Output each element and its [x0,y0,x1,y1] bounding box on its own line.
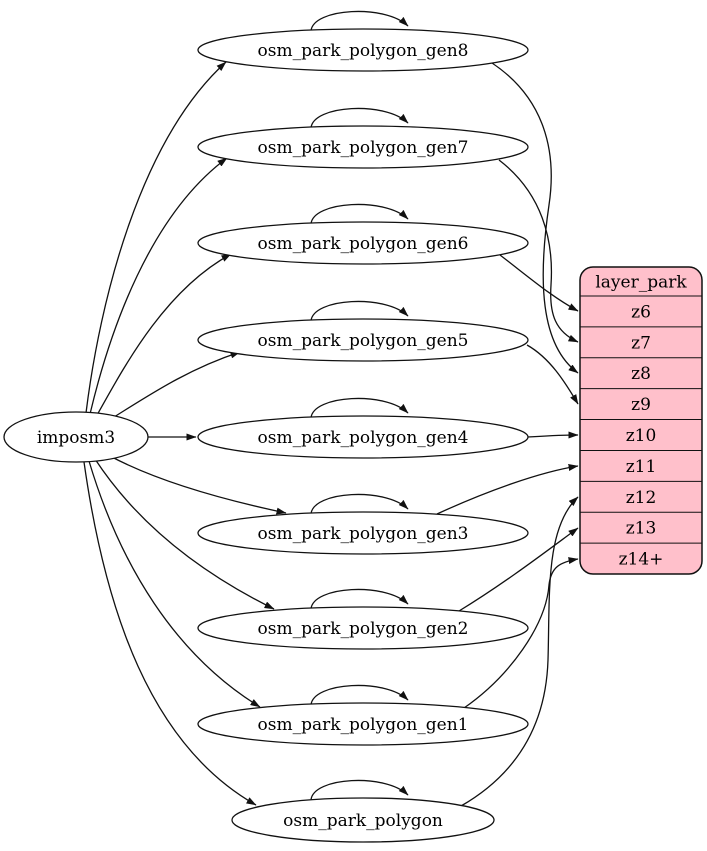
self-loop-osm_park_polygon_gen6-to-osm_park_polygon_gen6 [310,203,409,225]
table-node-osm_park_polygon_gen2: osm_park_polygon_gen2 [197,606,529,650]
edge-osm_park_polygon_gen5-to-layer_park.z9 [526,344,579,405]
self-loop-osm_park_polygon_gen4-to-osm_park_polygon_gen4 [310,397,409,419]
self-loop-osm_park_polygon_gen3-to-osm_park_polygon_gen3 [310,493,409,515]
node-label: osm_park_polygon_gen4 [258,428,469,448]
edge-osm_park_polygon_gen4-to-layer_park.z10 [527,431,579,439]
node-label: osm_park_polygon_gen5 [258,331,469,351]
node-label: imposm3 [37,428,115,448]
record-row-z9: z9 [631,395,651,415]
node-label: osm_park_polygon_gen7 [258,138,469,158]
table-node-osm_park_polygon_gen3-shape [197,511,529,555]
edge-imposm3-to-osm_park_polygon_gen7 [89,157,228,415]
table-node-osm_park_polygon_gen8-shape [197,28,529,72]
table-node-osm_park_polygon_gen6-shape [197,221,529,265]
table-node-osm_park_polygon_gen2-shape [197,606,529,650]
edge-imposm3-to-osm_park_polygon [83,461,257,806]
edge-osm_park_polygon_gen1-to-layer_park.z14+ [463,557,579,709]
self-loop-osm_park_polygon_gen5-to-osm_park_polygon_gen5 [310,300,409,322]
edge-imposm3-to-osm_park_polygon_gen3 [109,455,287,515]
edge-osm_park_polygon_gen8-to-layer_park.z8 [491,62,579,374]
node-label: osm_park_polygon_gen2 [258,619,469,639]
edge-imposm3-to-osm_park_polygon_gen1 [88,460,261,708]
source-node-imposm3: imposm3 [3,411,149,463]
node-label: osm_park_polygon_gen3 [258,524,469,544]
node-label: osm_park_polygon_gen8 [258,41,469,61]
table-node-osm_park_polygon_gen5: osm_park_polygon_gen5 [197,318,529,362]
table-node-osm_park_polygon-shape [231,797,495,843]
record-row-z14+: z14+ [619,550,664,570]
table-node-osm_park_polygon_gen5-shape [197,318,529,362]
table-node-osm_park_polygon_gen7-shape [197,125,529,169]
edge-imposm3-to-osm_park_polygon_gen8 [85,61,227,414]
edge-osm_park_polygon_gen7-to-layer_park.z7 [498,159,579,343]
table-node-osm_park_polygon_gen3: osm_park_polygon_gen3 [197,511,529,555]
record-row-z13: z13 [626,519,657,539]
node-label: osm_park_polygon_gen1 [258,715,469,735]
edge-imposm3-to-osm_park_polygon_gen2 [94,458,275,610]
table-node-osm_park_polygon_gen4: osm_park_polygon_gen4 [197,415,529,459]
table-node-osm_park_polygon_gen7: osm_park_polygon_gen7 [197,125,529,169]
self-loop-osm_park_polygon_gen7-to-osm_park_polygon_gen7 [310,107,409,129]
table-node-osm_park_polygon_gen4-shape [197,415,529,459]
record-layer: layer_park z6 z7 z8 z9 z10 z11 z12 z13 z14+ [579,266,703,575]
self-loop-osm_park_polygon-to-osm_park_polygon [310,779,409,801]
edge-osm_park_polygon-to-layer_park.z12 [460,496,579,807]
table-node-osm_park_polygon_gen6: osm_park_polygon_gen6 [197,221,529,265]
source-node-imposm3-shape [3,411,149,463]
record-row-z12: z12 [626,488,657,508]
self-loop-osm_park_polygon_gen2-to-osm_park_polygon_gen2 [310,588,409,610]
node-label: osm_park_polygon_gen6 [258,234,469,254]
edge-osm_park_polygon_gen3-to-layer_park.z11 [436,464,579,515]
table-node-osm_park_polygon_gen1-shape [197,702,529,746]
record-row-z6: z6 [631,302,651,322]
edge-osm_park_polygon_gen6-to-layer_park.z6 [499,254,579,312]
record-row-z10: z10 [626,426,657,446]
record-row-z7: z7 [631,333,651,353]
layer-park-record-shape [579,266,703,575]
table-node-osm_park_polygon_gen8: osm_park_polygon_gen8 [197,28,529,72]
edge-osm_park_polygon_gen2-to-layer_park.z13 [458,527,579,612]
table-node-osm_park_polygon_gen1: osm_park_polygon_gen1 [197,702,529,746]
self-loop-osm_park_polygon_gen8-to-osm_park_polygon_gen8 [310,10,409,32]
node-label: osm_park_polygon [283,811,443,831]
edges-layer [83,10,579,807]
record-title: layer_park [595,273,687,293]
nodes-layer: imposm3 osm_park_polygon_gen8 osm_park_pol… [3,28,529,843]
table-node-osm_park_polygon: osm_park_polygon [231,797,495,843]
record-row-z8: z8 [631,364,651,384]
self-loop-osm_park_polygon_gen1-to-osm_park_polygon_gen1 [310,684,409,706]
edge-imposm3-to-osm_park_polygon_gen5 [105,351,241,423]
record-row-z11: z11 [626,457,657,477]
edge-imposm3-to-osm_park_polygon_gen6 [95,253,232,418]
